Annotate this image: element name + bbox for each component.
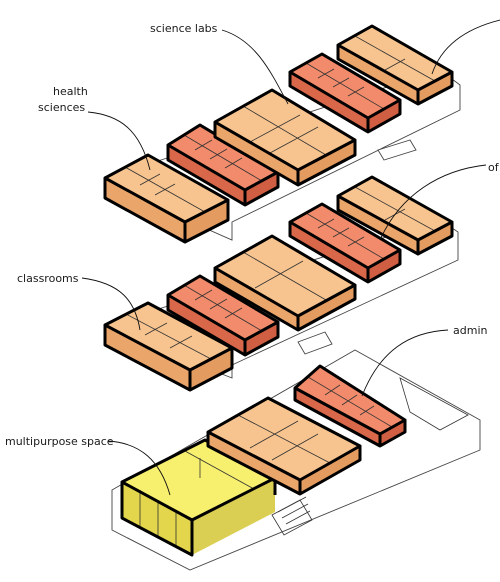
block-side [208, 432, 300, 494]
block-side [290, 72, 368, 132]
top-science-labs-block [213, 88, 357, 187]
middle-large-classroom-block [213, 234, 357, 332]
middle-floor [103, 175, 459, 392]
block-front [368, 100, 400, 132]
block-side [290, 222, 368, 282]
top-health-sciences-block [103, 153, 230, 244]
label-health-line2: sciences [38, 101, 85, 114]
top-lab-block-2 [288, 52, 402, 134]
block-side [168, 295, 245, 355]
leader-classrooms [81, 277, 141, 331]
block-front [380, 420, 405, 446]
block-side [295, 388, 380, 446]
middle-classroom-block [103, 301, 234, 392]
label-classrooms: classrooms [17, 272, 79, 285]
leader-office [431, 19, 500, 75]
leader-office-middle [379, 164, 487, 241]
block-side [105, 325, 190, 390]
block-top [168, 125, 278, 190]
middle-block-3 [336, 175, 454, 256]
label-office-partial: of [488, 161, 500, 174]
admin-block [293, 364, 407, 448]
top-lab-block-1 [166, 123, 280, 207]
leader-health-sciences [87, 111, 151, 171]
top-floor-stair [377, 139, 417, 161]
block-side [338, 45, 418, 104]
block-side [215, 122, 298, 185]
middle-lab-block-2 [288, 202, 402, 284]
block-front [300, 446, 360, 494]
top-block-3 [336, 24, 454, 106]
block-side [168, 145, 245, 205]
label-admin: admin [453, 324, 487, 337]
leader-science-labs [221, 29, 289, 105]
label-multipurpose: multipurpose space [5, 435, 114, 448]
block-front [418, 72, 452, 104]
ground-classroom-block [206, 396, 362, 496]
block-front [192, 478, 275, 555]
leader-multipurpose [107, 440, 171, 496]
block-side [122, 482, 192, 555]
block-top [338, 26, 452, 90]
block-front [298, 140, 355, 185]
label-science-labs: science labs [150, 22, 218, 35]
block-front [368, 250, 400, 282]
block-side [338, 196, 418, 254]
labels: science labs health sciences of classroo… [5, 22, 500, 448]
ground-floor-terrace [399, 377, 469, 431]
block-side [105, 178, 185, 242]
leader-admin [361, 329, 449, 397]
middle-floor-stair [297, 331, 333, 355]
block-front [245, 172, 278, 205]
middle-lab-block-1 [166, 274, 280, 357]
block-front [245, 322, 278, 355]
block-front [418, 222, 452, 254]
block-side [215, 268, 298, 330]
block-front [298, 285, 355, 330]
top-floor [103, 24, 461, 244]
block-front [190, 348, 232, 390]
label-health-line1: health [53, 85, 88, 98]
leader-lines [81, 19, 500, 496]
ground-floor [111, 349, 481, 571]
block-front [185, 200, 228, 242]
